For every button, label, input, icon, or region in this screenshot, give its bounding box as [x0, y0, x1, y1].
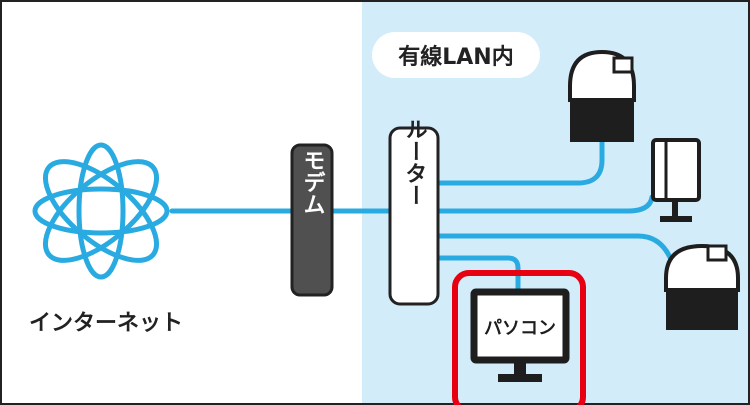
globe-icon [32, 142, 170, 280]
cable-router-camera-top [435, 139, 605, 186]
network-camera-icon [664, 243, 740, 330]
desktop-tower-icon [651, 138, 701, 222]
zone-label-text: 有線LAN内 [398, 44, 513, 70]
zone-label: 有線LAN内 [372, 32, 540, 78]
router-device: ルーター [388, 118, 440, 306]
cable-router-desktop [435, 194, 655, 214]
modem-device: モデム [290, 143, 334, 297]
pc-monitor-icon: パソコン [470, 288, 570, 382]
cable-router-pc [435, 255, 521, 295]
modem-label: モデム [300, 149, 325, 215]
pc-highlight-box [452, 270, 586, 405]
network-camera-icon [568, 49, 636, 142]
internet-label: インターネット [29, 311, 183, 336]
pc-label: パソコン [484, 318, 556, 339]
router-label: ルーター [402, 118, 427, 206]
